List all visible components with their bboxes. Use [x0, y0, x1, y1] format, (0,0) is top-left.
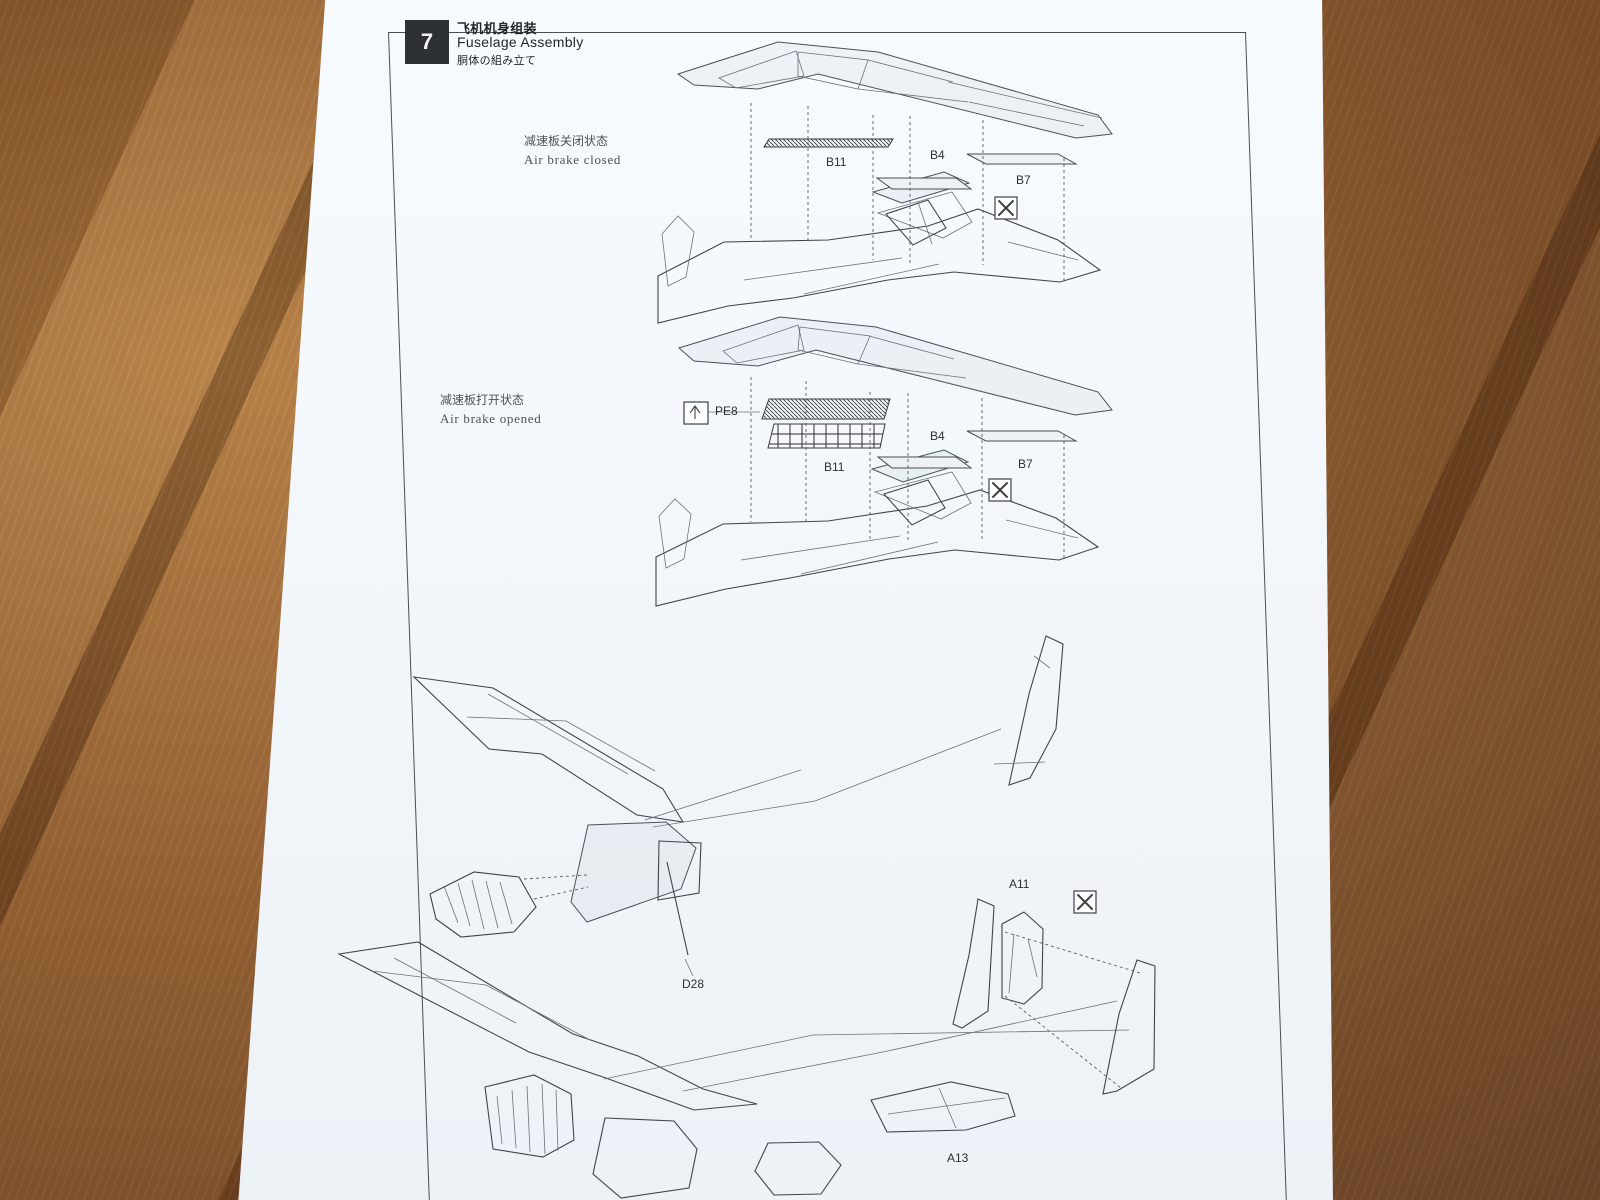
- air-brake-closed-caption-chinese: 减速板关闭状态: [524, 134, 609, 148]
- middle-b11-label: B11: [824, 460, 845, 474]
- top-air-brake-closed-diagram: B11 B4 B7: [657, 41, 1113, 324]
- d28-label: D28: [682, 977, 704, 991]
- middle-b11-part-shape: [767, 423, 886, 449]
- assembly-diagrams: B11 B4 B7: [337, 41, 1156, 1199]
- middle-pe8-label: PE8: [715, 404, 738, 418]
- step-title-japanese: 胴体の組み立て: [457, 55, 537, 67]
- bend-icon: [683, 401, 709, 425]
- a11-label: A11: [1009, 877, 1030, 891]
- middle-no-glue-cross: [992, 482, 1008, 498]
- air-brake-closed-caption-english: Air brake closed: [524, 152, 622, 167]
- air-brake-opened-caption-english: Air brake opened: [440, 411, 542, 426]
- instruction-sheet: 7 飞机机身组装 Fuselage Assembly 胴体の組み立て 减速板关闭…: [238, 0, 1333, 1200]
- top-b11-label: B11: [826, 155, 847, 169]
- engine-assembly-diagram: D28: [412, 635, 1064, 991]
- top-b7-label: B7: [1016, 173, 1031, 187]
- step-title-chinese: 飞机机身组装: [457, 21, 537, 36]
- a13-label: A13: [947, 1151, 969, 1165]
- bottom-assembly-diagram: A11 A13: [337, 877, 1156, 1199]
- middle-b4-label: B4: [930, 429, 945, 443]
- top-b11-part-shape: [763, 138, 894, 148]
- middle-b7-label: B7: [1018, 457, 1033, 471]
- middle-air-brake-opened-diagram: PE8 B11 B4 B7: [655, 316, 1113, 607]
- air-brake-opened-caption-chinese: 减速板打开状态: [440, 393, 525, 407]
- top-no-glue-cross: [998, 200, 1014, 216]
- middle-pe8-part-shape: [761, 398, 891, 420]
- step-title-english: Fuselage Assembly: [457, 34, 584, 50]
- top-b4-label: B4: [930, 148, 945, 162]
- air-brake-closed-caption: 减速板关闭状态 Air brake closed: [524, 134, 621, 168]
- bottom-no-glue-cross: [1077, 894, 1093, 910]
- step-number-badge: 7: [405, 20, 449, 64]
- air-brake-opened-caption: 减速板打开状态 Air brake opened: [440, 393, 541, 427]
